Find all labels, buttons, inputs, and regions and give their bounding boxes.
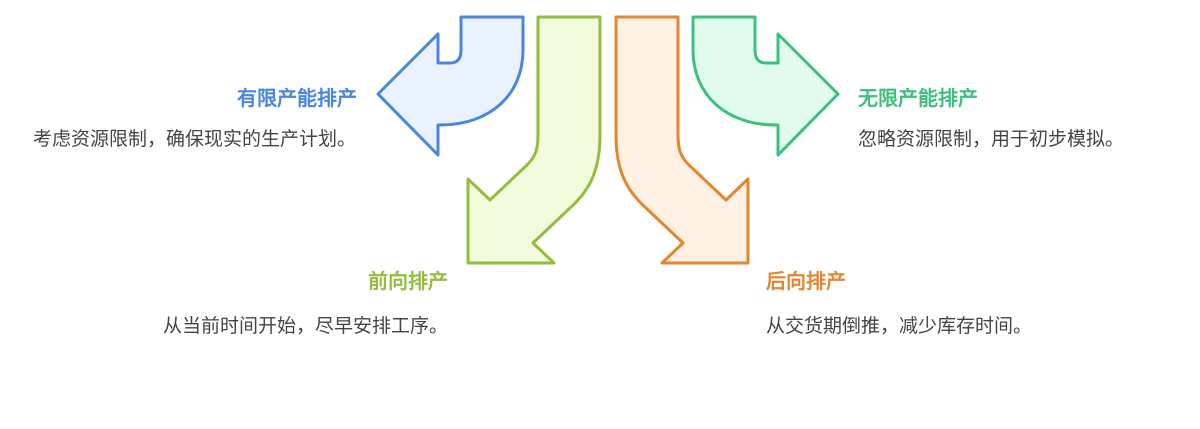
backward-scheduling-arrow (614, 15, 750, 265)
infinite-capacity-arrow (691, 15, 840, 157)
finite-capacity-arrow (376, 15, 525, 157)
finite-capacity-title: 有限产能排产 (237, 86, 357, 110)
forward-scheduling-title: 前向排产 (368, 269, 448, 293)
finite-capacity-desc: 考虑资源限制，确保现实的生产计划。 (32, 128, 356, 150)
backward-scheduling-title: 后向排产 (766, 269, 846, 293)
forward-scheduling-desc: 从当前时间开始，尽早安排工序。 (162, 315, 448, 337)
infinite-capacity-desc: 忽略资源限制，用于初步模拟。 (858, 128, 1125, 150)
backward-scheduling-desc: 从交货期倒推，减少库存时间。 (766, 315, 1033, 337)
forward-scheduling-arrow (466, 15, 602, 265)
infinite-capacity-title: 无限产能排产 (858, 86, 978, 110)
